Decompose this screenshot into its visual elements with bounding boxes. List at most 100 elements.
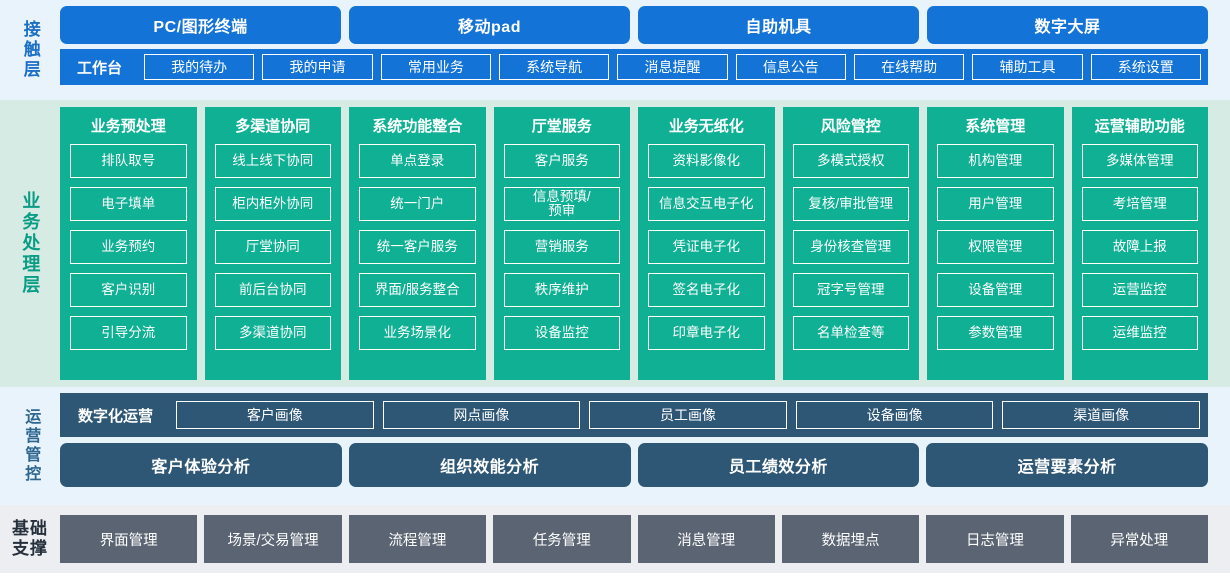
channel-item-pc[interactable]: PC/图形终端 [60, 6, 341, 44]
business-item-org-management[interactable]: 机构管理 [937, 144, 1054, 178]
business-column-title: 多渠道协同 [235, 118, 311, 135]
business-column-items: 资料影像化 信息交互电子化 凭证电子化 签名电子化 印章电子化 [648, 144, 765, 370]
business-item-permission-management[interactable]: 权限管理 [937, 230, 1054, 264]
business-item-operation-monitoring[interactable]: 运营监控 [1081, 273, 1198, 307]
business-item-queue-number[interactable]: 排队取号 [70, 144, 187, 178]
business-item-counter-collab[interactable]: 柜内柜外协同 [214, 187, 331, 221]
foundation-item-message-management[interactable]: 消息管理 [637, 515, 775, 563]
business-column-risk-control: 风险管控 多模式授权 复核/审批管理 身份核查管理 冠字号管理 名单检查等 [782, 107, 919, 380]
workbench-item-announcement[interactable]: 信息公告 [735, 54, 846, 80]
foundation-layer: 基础 支撑 界面管理 场景/交易管理 流程管理 任务管理 消息管理 数据埋点 日… [0, 505, 1230, 573]
portrait-item-device[interactable]: 设备画像 [795, 401, 994, 429]
analysis-item-customer-experience[interactable]: 客户体验分析 [60, 443, 342, 487]
business-item-multimode-authorization[interactable]: 多模式授权 [792, 144, 909, 178]
business-column-items: 线上线下协同 柜内柜外协同 厅堂协同 前后台协同 多渠道协同 [214, 144, 331, 370]
contact-layer-body: PC/图形终端 移动pad 自助机具 数字大屏 工作台 我的待办 我的申请 常用… [60, 6, 1230, 94]
business-column-title: 业务无纸化 [668, 118, 744, 135]
business-layer-label-text: 业务处理层 [20, 191, 41, 296]
business-column-items: 排队取号 电子填单 业务预约 客户识别 引导分流 [70, 144, 187, 370]
foundation-layer-label-line2: 支撑 [12, 539, 48, 558]
workbench-item-system-nav[interactable]: 系统导航 [499, 54, 610, 80]
business-item-order-maintenance[interactable]: 秩序维护 [503, 273, 620, 307]
business-item-front-back-collab[interactable]: 前后台协同 [214, 273, 331, 307]
business-item-serial-number-mgmt[interactable]: 冠字号管理 [792, 273, 909, 307]
portrait-item-channel[interactable]: 渠道画像 [1002, 401, 1200, 429]
channel-item-digital-screen[interactable]: 数字大屏 [927, 6, 1208, 44]
analysis-item-org-efficiency[interactable]: 组织效能分析 [348, 443, 631, 487]
foundation-item-process-management[interactable]: 流程管理 [348, 515, 487, 563]
foundation-layer-label-line1: 基础 [12, 519, 48, 539]
business-item-customer-service[interactable]: 客户服务 [503, 144, 620, 178]
business-item-review-approval[interactable]: 复核/审批管理 [792, 187, 909, 221]
workbench-item-my-application[interactable]: 我的申请 [262, 54, 373, 80]
portrait-item-employee[interactable]: 员工画像 [589, 401, 787, 429]
business-layer-body: 业务预处理 排队取号 电子填单 业务预约 客户识别 引导分流 多渠道协同 线上线… [60, 107, 1230, 380]
contact-layer-label: 接触层 [0, 6, 60, 94]
business-column-title: 运营辅助功能 [1094, 118, 1185, 135]
business-item-customer-recognition[interactable]: 客户识别 [70, 273, 187, 307]
business-item-hall-collab[interactable]: 厅堂协同 [214, 230, 331, 264]
channel-item-mobile-pad[interactable]: 移动pad [349, 6, 630, 44]
business-layer: 业务处理层 业务预处理 排队取号 电子填单 业务预约 客户识别 引导分流 多渠道… [0, 100, 1230, 387]
workbench-item-system-settings[interactable]: 系统设置 [1090, 54, 1201, 80]
business-item-online-offline-collab[interactable]: 线上线下协同 [214, 144, 331, 178]
business-column-system-management: 系统管理 机构管理 用户管理 权限管理 设备管理 参数管理 [927, 107, 1064, 380]
foundation-item-scenario-transaction[interactable]: 场景/交易管理 [204, 515, 342, 563]
business-column-title: 业务预处理 [90, 118, 166, 135]
business-item-guided-routing[interactable]: 引导分流 [70, 316, 187, 350]
foundation-item-log-management[interactable]: 日志管理 [926, 515, 1064, 563]
workbench-item-online-help[interactable]: 在线帮助 [853, 54, 965, 80]
workbench-item-my-todo[interactable]: 我的待办 [144, 54, 255, 80]
business-item-watchlist-check[interactable]: 名单检查等 [792, 316, 909, 350]
business-item-scenario-based[interactable]: 业务场景化 [359, 316, 476, 350]
workbench-item-message-alert[interactable]: 消息提醒 [617, 54, 728, 80]
business-column-paperless: 业务无纸化 资料影像化 信息交互电子化 凭证电子化 签名电子化 印章电子化 [638, 107, 775, 380]
business-column-preprocessing: 业务预处理 排队取号 电子填单 业务预约 客户识别 引导分流 [60, 107, 197, 380]
business-item-device-monitoring[interactable]: 设备监控 [503, 316, 620, 350]
foundation-item-ui-management[interactable]: 界面管理 [60, 515, 198, 563]
foundation-item-task-management[interactable]: 任务管理 [493, 515, 631, 563]
business-item-maintenance-monitoring[interactable]: 运维监控 [1081, 316, 1198, 350]
business-column-title: 风险管控 [820, 118, 881, 135]
business-item-e-form[interactable]: 电子填单 [70, 187, 187, 221]
business-item-appointment[interactable]: 业务预约 [70, 230, 187, 264]
business-column-multichannel: 多渠道协同 线上线下协同 柜内柜外协同 厅堂协同 前后台协同 多渠道协同 [204, 107, 341, 380]
business-item-user-management[interactable]: 用户管理 [937, 187, 1054, 221]
business-item-multichannel-collab[interactable]: 多渠道协同 [214, 316, 331, 350]
business-item-signature-digital[interactable]: 签名电子化 [648, 273, 765, 307]
business-item-multimedia-management[interactable]: 多媒体管理 [1081, 144, 1198, 178]
foundation-item-data-tracking[interactable]: 数据埋点 [781, 515, 920, 563]
foundation-layer-body: 界面管理 场景/交易管理 流程管理 任务管理 消息管理 数据埋点 日志管理 异常… [60, 515, 1230, 563]
portrait-item-branch[interactable]: 网点画像 [382, 401, 581, 429]
foundation-item-exception-handling[interactable]: 异常处理 [1070, 515, 1208, 563]
business-item-marketing-service[interactable]: 营销服务 [503, 230, 620, 264]
business-item-unified-portal[interactable]: 统一门户 [359, 187, 476, 221]
business-item-ui-service-integration[interactable]: 界面/服务整合 [359, 273, 476, 307]
business-item-prefill-prereview[interactable]: 信息预填/ 预审 [503, 187, 620, 221]
business-item-document-imaging[interactable]: 资料影像化 [648, 144, 765, 178]
business-item-info-exchange-digital[interactable]: 信息交互电子化 [648, 187, 765, 221]
business-column-title: 厅堂服务 [531, 118, 592, 135]
business-layer-label: 业务处理层 [0, 107, 60, 380]
business-item-fault-reporting[interactable]: 故障上报 [1081, 230, 1198, 264]
business-item-voucher-digital[interactable]: 凭证电子化 [648, 230, 765, 264]
channel-row: PC/图形终端 移动pad 自助机具 数字大屏 [60, 6, 1208, 44]
analysis-item-employee-performance[interactable]: 员工绩效分析 [637, 443, 920, 487]
business-item-training-management[interactable]: 考培管理 [1081, 187, 1198, 221]
business-item-seal-digital[interactable]: 印章电子化 [648, 316, 765, 350]
portrait-item-customer[interactable]: 客户画像 [176, 401, 374, 429]
workbench-item-aux-tools[interactable]: 辅助工具 [972, 54, 1083, 80]
business-item-unified-customer-service[interactable]: 统一客户服务 [359, 230, 476, 264]
contact-layer-label-text: 接触层 [20, 20, 40, 80]
channel-item-self-service[interactable]: 自助机具 [638, 6, 919, 44]
business-item-single-sign-on[interactable]: 单点登录 [359, 144, 476, 178]
analysis-item-operation-factors[interactable]: 运营要素分析 [926, 443, 1208, 487]
business-column-operation-support: 运营辅助功能 多媒体管理 考培管理 故障上报 运营监控 运维监控 [1071, 107, 1208, 380]
business-item-identity-verification[interactable]: 身份核查管理 [792, 230, 909, 264]
workbench-item-common-business[interactable]: 常用业务 [380, 54, 491, 80]
business-item-parameter-management[interactable]: 参数管理 [937, 316, 1054, 350]
contact-layer: 接触层 PC/图形终端 移动pad 自助机具 数字大屏 工作台 我的待办 我的申… [0, 0, 1230, 100]
business-item-device-management[interactable]: 设备管理 [937, 273, 1054, 307]
business-column-items: 单点登录 统一门户 统一客户服务 界面/服务整合 业务场景化 [359, 144, 476, 370]
